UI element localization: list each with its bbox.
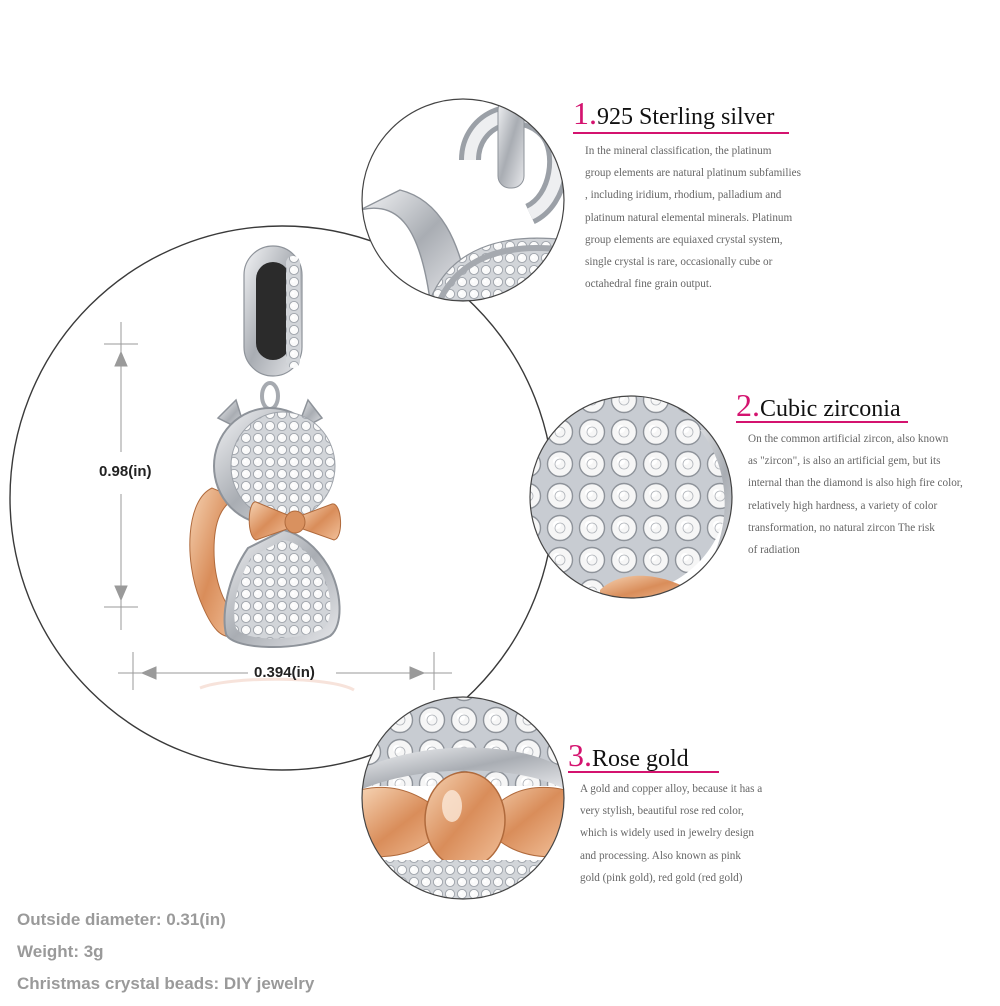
feature-underline: [736, 421, 908, 423]
description-line: group elements are natural platinum subf…: [585, 167, 801, 180]
feature-title-text: Rose gold: [592, 746, 689, 772]
description-line: , including iridium, rhodium, palladium …: [585, 189, 782, 202]
feature-underline: [573, 132, 789, 134]
feature-number: 2.: [736, 387, 760, 423]
description-line: internal than the diamond is also high f…: [748, 477, 963, 490]
height-label: 0.98(in): [99, 463, 152, 480]
feature-title-text: Cubic zirconia: [760, 396, 901, 422]
description-line: octahedral fine grain output.: [585, 278, 712, 291]
description-line: and processing. Also known as pink: [580, 849, 741, 862]
spec-description: Christmas crystal beads: DIY jewelry: [17, 974, 315, 993]
detail-circle-rosegold: [361, 696, 565, 900]
description-line: In the mineral classification, the plati…: [585, 145, 772, 157]
description-line: group elements are equiaxed crystal syst…: [585, 233, 783, 246]
width-dimension: [118, 652, 452, 690]
cat-charm: [189, 245, 355, 692]
description-line: A gold and copper alloy, because it has …: [580, 783, 763, 795]
feature-number: 3.: [568, 737, 592, 773]
feature-underline: [568, 771, 719, 773]
height-dimension: [104, 322, 138, 630]
description-line: very stylish, beautiful rose red color,: [580, 805, 744, 818]
feature-description-rosegold: A gold and copper alloy, because it has …: [580, 778, 762, 889]
feature-description-silver: In the mineral classification, the plati…: [585, 140, 801, 295]
description-line: gold (pink gold), red gold (red gold): [580, 871, 743, 884]
description-line: of radiation: [748, 544, 800, 557]
description-line: which is widely used in jewelry design: [580, 827, 754, 840]
description-line: transformation, no natural zircon The ri…: [748, 521, 935, 534]
feature-description-zirconia: On the common artificial zircon, also kn…: [748, 428, 963, 561]
width-label: 0.394(in): [254, 664, 315, 681]
description-line: relatively high hardness, a variety of c…: [748, 499, 938, 512]
feature-title-zirconia: 2.Cubic zirconia: [736, 389, 901, 421]
feature-number: 1.: [573, 95, 597, 131]
description-line: single crystal is rare, occasionally cub…: [585, 256, 773, 269]
detail-circle-silver: [361, 98, 565, 302]
description-line: On the common artificial zircon, also kn…: [748, 433, 949, 445]
spec-outside-diameter: Outside diameter: 0.31(in): [17, 910, 226, 929]
feature-title-silver: 1.925 Sterling silver: [573, 97, 774, 129]
feature-title-text: 925 Sterling silver: [597, 104, 775, 130]
spec-weight: Weight: 3g: [17, 942, 104, 961]
detail-circle-zirconia: [529, 395, 733, 599]
description-line: as "zircon", is also an artificial gem, …: [748, 455, 941, 468]
description-line: platinum natural elemental minerals. Pla…: [585, 211, 793, 224]
feature-title-rosegold: 3.Rose gold: [568, 739, 689, 771]
